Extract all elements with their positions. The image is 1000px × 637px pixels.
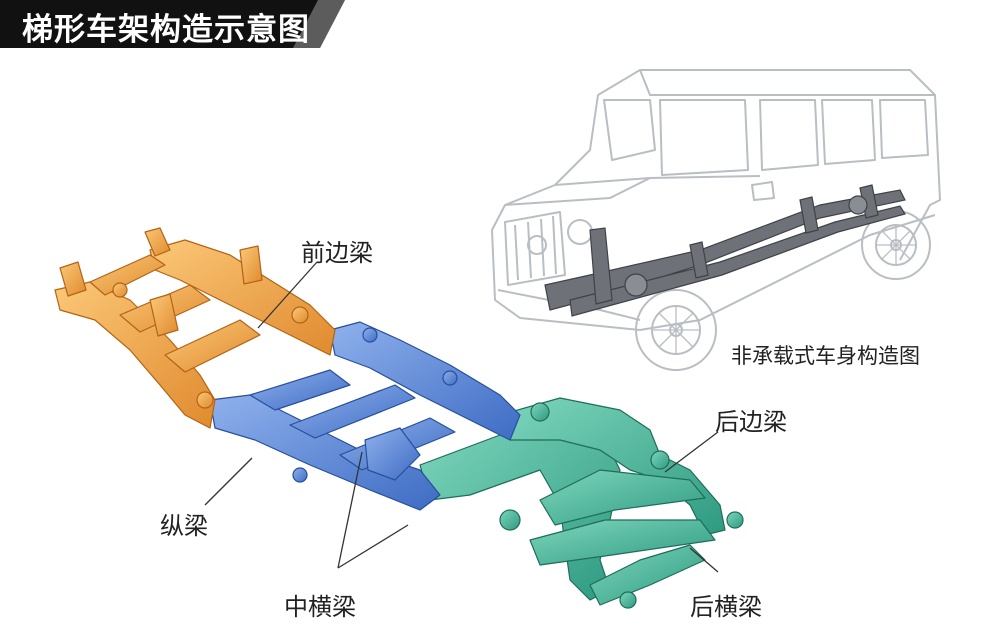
leader-rear-rail: [664, 431, 719, 473]
title-banner: [0, 0, 345, 48]
leader-rear-cross: [689, 547, 719, 573]
label-front-rail: 前边梁: [301, 239, 373, 267]
diagram-title: 梯形车架构造示意图: [22, 12, 310, 48]
leader-longitudinal-beam: [204, 457, 253, 506]
label-rear-crossmember: 后横梁: [690, 593, 762, 621]
leader-middle-cross-a: [337, 451, 363, 569]
front-frame-section: [54, 227, 336, 429]
label-rear-rail: 后边梁: [715, 408, 787, 436]
leader-front-rail: [257, 261, 318, 329]
leader-lines: [204, 261, 719, 573]
leader-middle-cross-b: [337, 524, 409, 569]
label-body-on-frame: 非承载式车身构造图: [731, 344, 920, 368]
rear-frame-section: [419, 397, 744, 609]
car-illustration: [491, 69, 941, 371]
label-middle-crossmember: 中横梁: [284, 593, 356, 621]
middle-frame-section: [209, 321, 521, 511]
label-longitudinal-beam: 纵梁: [160, 512, 208, 540]
car-chassis: [544, 184, 906, 317]
